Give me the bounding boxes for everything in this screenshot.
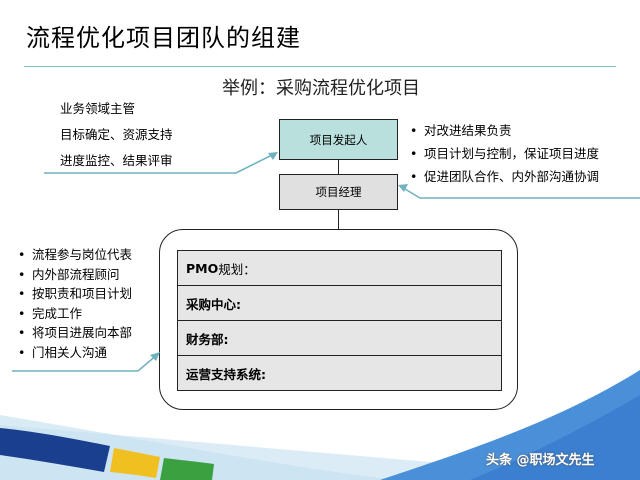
connector-sponsor-manager <box>338 160 339 174</box>
team-row-label: 采购中心: <box>186 296 241 312</box>
list-item: 项目计划与控制，保证项目进度 <box>410 144 599 163</box>
list-item: 促进团队合作、内外部沟通协调 <box>410 167 599 186</box>
team-row-finance: 财务部: <box>177 320 502 356</box>
list-item-continuation: 完成工作 <box>18 304 132 324</box>
list-item: 流程参与岗位代表 <box>18 245 132 265</box>
team-member-list: 流程参与岗位代表 内外部流程顾问 按职责和项目计划 完成工作 将项目进展向本部 … <box>18 245 132 362</box>
team-row-label: 财务部: <box>186 331 229 347</box>
slide-subtitle: 举例：采购流程优化项目 <box>222 78 420 99</box>
team-row-label: PMO <box>186 260 219 276</box>
watermark-text: 头条 @职场文先生 <box>486 453 595 468</box>
arrow-manager-callout <box>399 185 640 199</box>
sponsor-responsibility-list: 对改进结果负责 项目计划与控制，保证项目进度 促进团队合作、内外部沟通协调 <box>410 121 599 186</box>
team-row-label: 运营支持系统: <box>186 366 266 382</box>
arrow-sponsor-callout <box>44 152 277 174</box>
sponsor-desc-line-2: 目标确定、资源支持 <box>60 127 173 142</box>
connector-manager-team <box>338 210 339 229</box>
list-item: 内外部流程顾问 <box>18 265 132 285</box>
slide-title: 流程优化项目团队的组建 <box>26 24 301 52</box>
manager-box: 项目经理 <box>279 174 398 210</box>
team-row-suffix: 规划： <box>218 261 256 277</box>
sponsor-desc-line-1: 业务领域主管 <box>60 101 136 116</box>
list-item: 对改进结果负责 <box>410 121 599 140</box>
arrow-team-callout <box>12 353 159 372</box>
team-row-ops-support: 运营支持系统: <box>177 355 502 391</box>
list-item: 按职责和项目计划 <box>18 284 132 304</box>
list-item: 将项目进展向本部 <box>18 323 132 343</box>
title-divider <box>24 66 616 67</box>
list-item-continuation: 门相关人沟通 <box>18 343 132 363</box>
sponsor-desc-line-3: 进度监控、结果评审 <box>60 153 173 168</box>
sponsor-box: 项目发起人 <box>279 119 398 160</box>
